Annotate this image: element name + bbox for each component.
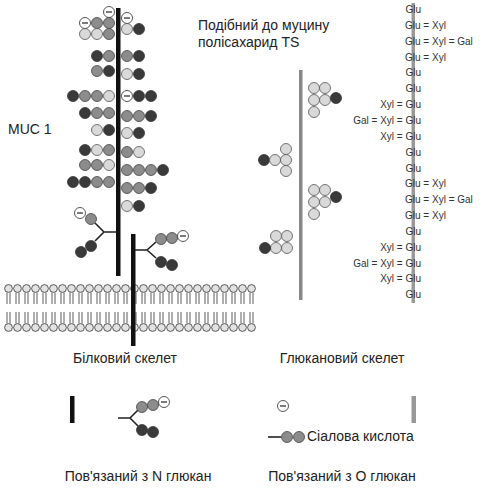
n-glycan bbox=[135, 231, 189, 271]
structure-title: Подібний до муцину полісахарид TS bbox=[198, 17, 348, 51]
sugar-residues: Glu = Xyl bbox=[405, 210, 446, 222]
n-glycan bbox=[75, 208, 117, 258]
legend-text: Пов'язаний з N глюкан bbox=[65, 468, 212, 485]
legend-text: Пов'язаний з O глюкан bbox=[268, 468, 416, 485]
sugar-residues: Glu bbox=[405, 67, 421, 79]
sugar-residues: Glu = Xyl bbox=[405, 20, 446, 32]
sugar-residues: Glu bbox=[405, 226, 421, 238]
legend-text: Глюкановий скелет bbox=[280, 350, 405, 367]
polysaccharide-branches bbox=[259, 83, 342, 254]
legend-sialic-acid bbox=[278, 401, 289, 412]
lipid-bilayer bbox=[4, 284, 256, 332]
sugar-residues: Xyl = Glu bbox=[380, 242, 421, 254]
sugar-residues: Glu = Xyl bbox=[405, 178, 446, 190]
sugar-residues: Xyl = Glu bbox=[380, 273, 421, 285]
sugar-residues: Glu = Xyl bbox=[405, 52, 446, 64]
sugar-residues: Glu bbox=[405, 83, 421, 95]
legend-n-glycan bbox=[118, 397, 170, 438]
sugar-residues: Glu = Xyl = Gal bbox=[405, 36, 473, 48]
sugar-residues: Gal = Xyl = Glu bbox=[353, 115, 421, 127]
sugar-residues: Xyl = Glu bbox=[380, 131, 421, 143]
sugar-residues: Glu = Xyl = Gal bbox=[405, 194, 473, 206]
protein-backbone bbox=[116, 8, 121, 276]
legend-text: Сіалова кислота bbox=[307, 428, 414, 445]
protein-name: MUC 1 bbox=[8, 121, 52, 138]
o-glycan-chains bbox=[68, 7, 115, 188]
glucan-backbone bbox=[299, 70, 303, 300]
sugar-residues: Glu bbox=[405, 4, 421, 16]
sugar-residues: Gal = Xyl = Glu bbox=[353, 258, 421, 270]
sugar-residues: Glu bbox=[405, 163, 421, 175]
sugar-residues: Glu bbox=[405, 147, 421, 159]
o-glycan-chains bbox=[122, 13, 169, 212]
legend-protein-bar bbox=[70, 396, 75, 423]
legend-o-glycan bbox=[268, 432, 305, 443]
legend-glucan-bar bbox=[412, 396, 417, 423]
legend-text: Білковий скелет bbox=[73, 350, 177, 367]
protein-backbone bbox=[131, 234, 136, 346]
sugar-residues: Glu bbox=[405, 289, 421, 301]
sugar-residues: Xyl = Glu bbox=[380, 99, 421, 111]
